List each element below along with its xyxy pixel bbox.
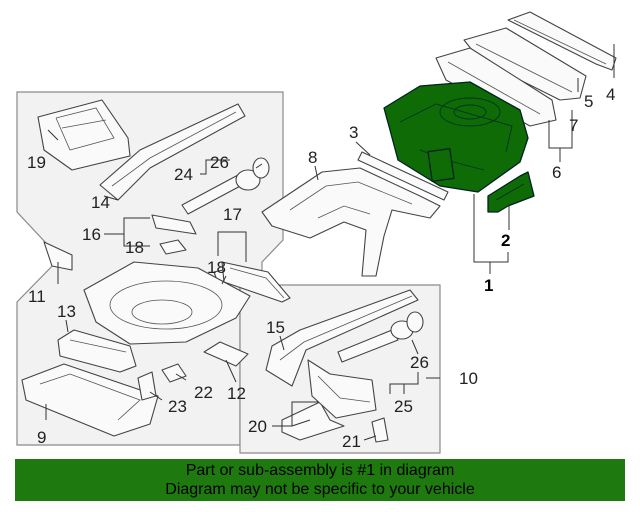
callout-12: 12	[227, 384, 246, 403]
part-12-bracket	[203, 341, 249, 367]
callout-26b: 26	[410, 353, 429, 372]
callout-16: 16	[82, 225, 101, 244]
callout-7: 7	[569, 116, 578, 135]
part-1-rear-shelf-assembly	[383, 81, 529, 193]
banner-line-disclaimer: Diagram may not be specific to your vehi…	[165, 481, 475, 498]
callout-13: 13	[57, 302, 76, 321]
callout-15: 15	[266, 318, 285, 337]
part-16-bracket	[151, 214, 197, 235]
banner-line-part-note: Part or sub-assembly is #1 in diagram	[185, 462, 455, 479]
spare-tire-well	[83, 261, 251, 345]
callout-8: 8	[308, 148, 317, 167]
parts-diagram: 1 2 3 4 5 6 7 8 9 10 11 12 13 14 15 16 1…	[16, 11, 617, 454]
callout-21: 21	[342, 432, 361, 451]
callout-19: 19	[27, 153, 46, 172]
leader-lines	[45, 44, 615, 441]
callout-1: 1	[484, 276, 493, 295]
callout-4: 4	[606, 85, 615, 104]
callout-6: 6	[552, 163, 561, 182]
callout-11: 11	[28, 287, 46, 306]
callout-25: 25	[394, 397, 413, 416]
part-25-strut	[337, 311, 424, 363]
callout-14: 14	[91, 193, 110, 212]
callout-22: 22	[194, 383, 213, 402]
callout-5: 5	[584, 92, 593, 111]
callout-23: 23	[168, 397, 187, 416]
callout-26a: 26	[210, 153, 229, 172]
callout-17: 17	[223, 205, 242, 224]
part-11-gusset	[43, 241, 73, 271]
part-7-rear-panel	[435, 47, 557, 127]
callout-18b: 18	[207, 258, 226, 277]
info-banner: Part or sub-assembly is #1 in diagram Di…	[15, 459, 625, 501]
callout-2: 2	[501, 231, 510, 250]
part-2-bracket	[487, 171, 535, 213]
part-20-bracket	[281, 359, 377, 441]
part-22-bracket	[161, 363, 187, 383]
part-3-strip	[357, 151, 449, 201]
part-8-frame	[261, 167, 441, 277]
part-9-floor-pan	[21, 363, 159, 437]
part-24-strut	[181, 157, 270, 215]
part-19-tray	[37, 99, 131, 171]
callout-9: 9	[37, 428, 46, 447]
callout-24: 24	[174, 165, 193, 184]
callout-10: 10	[459, 369, 478, 388]
callout-3: 3	[349, 123, 358, 142]
callout-18a: 18	[125, 238, 144, 257]
right-group-panel	[239, 284, 441, 454]
part-13-panel	[57, 329, 137, 373]
part-15-rail	[265, 289, 419, 387]
callout-20: 20	[248, 417, 267, 436]
part-17-crossmember	[221, 261, 291, 303]
